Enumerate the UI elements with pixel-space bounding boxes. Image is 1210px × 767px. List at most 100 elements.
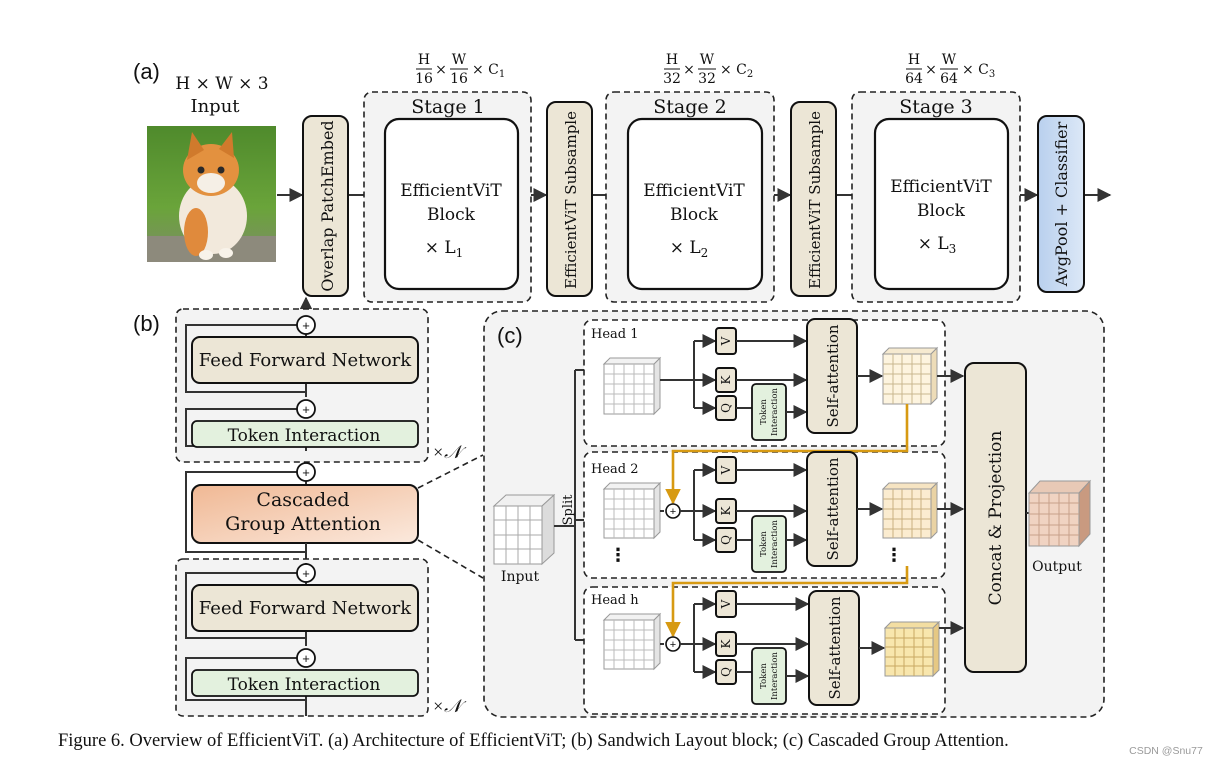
patch-embed-block (302, 115, 349, 297)
subsample-2-label: EfficientViT Subsample (806, 111, 824, 289)
svg-text:+: + (302, 651, 310, 666)
token-interaction-lower (191, 669, 419, 697)
head-h-q-label: Q (719, 667, 733, 677)
head-2-k-label: K (719, 505, 733, 515)
head-1-k-label: K (719, 374, 733, 384)
stage-3-den-w: 64 (940, 71, 958, 87)
head-h-token-l2: Interaction (770, 652, 780, 700)
svg-text:+: + (302, 566, 310, 581)
cga-label-line1: Cascaded (256, 489, 349, 511)
head-2-self-attention-label: Self-attention (824, 457, 842, 560)
ffn-block-lower (191, 584, 419, 632)
concat-projection-label: Concat & Projection (986, 431, 1006, 606)
head-1-label: Head 1 (591, 327, 639, 342)
stage-1-repeat: × L1 (425, 238, 464, 260)
stage-2-den-h: 32 (663, 71, 681, 87)
stage-1-title: Stage 1 (411, 96, 485, 118)
stage-3: H 64 × W 64 × C3 Stage 3 EfficientViT Bl… (851, 52, 1021, 303)
input-label: Input (190, 96, 240, 117)
head-1-self-attention-label: Self-attention (824, 324, 842, 427)
stage-1-times: × (435, 62, 447, 78)
svg-text:+: + (670, 506, 676, 518)
stage-3-block-line2: Block (917, 201, 966, 221)
panel-b-label: (b) (133, 311, 160, 336)
stage-2-times: × (683, 62, 695, 78)
token-interaction-label-upper: Token Interaction (228, 426, 381, 446)
output-cube (1027, 479, 1092, 548)
input-label-c: Input (501, 569, 540, 585)
head-h-plus: + (665, 636, 681, 652)
subsample-1-label: EfficientViT Subsample (562, 111, 580, 289)
stage-2: H 32 × W 32 × C2 Stage 2 EfficientViT Bl… (605, 52, 775, 303)
stage-2-block (626, 117, 764, 291)
input-cube (492, 493, 556, 566)
stage-2-num-w: W (700, 52, 715, 68)
head-1-token-l2: Interaction (770, 388, 780, 436)
svg-text:+: + (670, 639, 676, 651)
plus-node-upper-2: + (296, 399, 316, 419)
head-2-token-interaction (751, 515, 787, 573)
stage-2-repeat: × L2 (670, 238, 709, 260)
head-1-output-grid (881, 346, 939, 406)
figure-caption: Figure 6. Overview of EfficientViT. (a) … (58, 731, 1009, 751)
head-h-self-attention-label: Self-attention (826, 596, 844, 699)
head-2-output-grid (881, 481, 939, 540)
stage-1-den-w: 16 (450, 71, 468, 87)
head-h-input-grid (602, 612, 662, 671)
classifier-label: AvgPool + Classifier (1052, 121, 1071, 287)
subsample-1-block (546, 101, 593, 297)
output-label: Output (1032, 559, 1082, 575)
repeat-n-lower: ×𝒩 (432, 696, 467, 716)
stage-3-den-h: 64 (905, 71, 923, 87)
head-h-token-l1: Token (759, 663, 769, 689)
stage-2-den-w: 32 (698, 71, 716, 87)
head-2-plus: + (665, 503, 681, 519)
svg-text:+: + (302, 465, 310, 480)
subsample-2-block (790, 101, 837, 297)
stage-3-num-h: H (908, 52, 920, 68)
stage-1-num-h: H (418, 52, 430, 68)
plus-node-lower-1: + (296, 563, 316, 583)
head-2-token-l1: Token (759, 531, 769, 557)
stage-3-times: × (925, 62, 937, 78)
plus-node-lower-2: + (296, 648, 316, 668)
split-label: Split (561, 494, 576, 526)
head-2-v-label: V (719, 465, 733, 475)
panel-c-label: (c) (497, 323, 523, 348)
stage-1-den-h: 16 (415, 71, 433, 87)
concat-projection-block (964, 362, 1027, 673)
head-1-input-grid (602, 356, 662, 416)
stage-3-repeat: × L3 (918, 234, 957, 256)
stage-3-num-w: W (942, 52, 957, 68)
head-2-input-grid (602, 481, 662, 540)
stage-3-block (873, 117, 1010, 291)
stage-2-num-h: H (666, 52, 678, 68)
stage-3-title: Stage 3 (899, 96, 973, 118)
patch-embed-label: Overlap PatchEmbed (318, 120, 337, 291)
plus-node-cga: + (296, 462, 316, 482)
plus-node-upper-1: + (296, 315, 316, 335)
stage-2-block-line1: EfficientViT (643, 181, 745, 201)
token-interaction-label-lower: Token Interaction (228, 675, 381, 695)
head-1-q-label: Q (719, 403, 733, 413)
ffn-label-upper: Feed Forward Network (199, 350, 412, 371)
classifier-block (1037, 115, 1085, 293)
cga-label-line2: Group Attention (225, 513, 381, 535)
input-dims: H × W × 3 (175, 74, 268, 94)
head-2-input-dots: ⋮ (609, 545, 627, 565)
head-h-output-grid (883, 620, 941, 678)
head-1-token-interaction (751, 383, 787, 441)
repeat-n-upper: ×𝒩 (432, 442, 467, 462)
head-2-token-l2: Interaction (770, 520, 780, 568)
stage-1-num-w: W (452, 52, 467, 68)
head-1-v-label: V (719, 336, 733, 346)
token-interaction-upper (191, 420, 419, 448)
stage-3-block-line1: EfficientViT (890, 177, 992, 197)
panel-a-label: (a) (133, 59, 160, 84)
head-h-token-interaction (751, 647, 787, 705)
svg-text:+: + (302, 318, 310, 333)
stage-2-block-line2: Block (670, 205, 719, 225)
stage-1-block-line1: EfficientViT (400, 181, 502, 201)
svg-text:+: + (302, 402, 310, 417)
